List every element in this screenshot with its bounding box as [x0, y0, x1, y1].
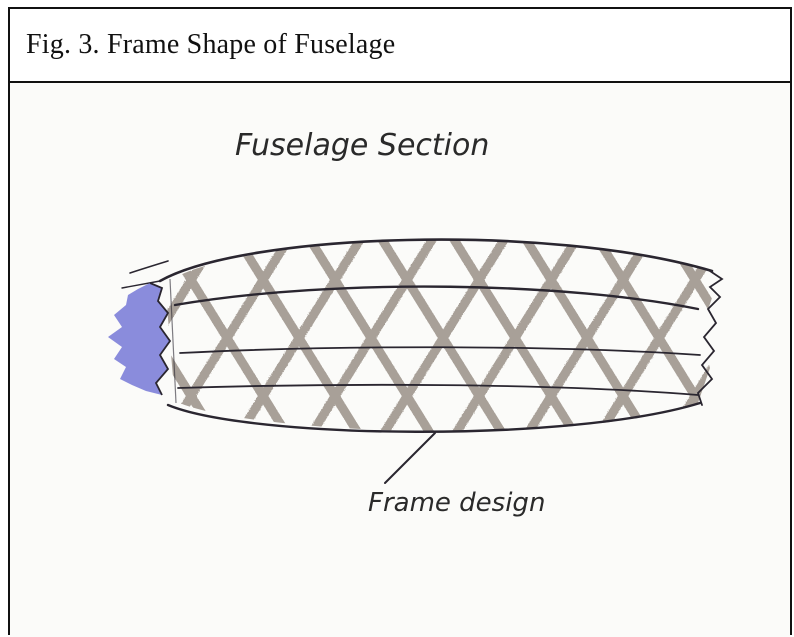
- fuselage-section-label: Fuselage Section: [235, 128, 489, 163]
- frame-member: [738, 233, 790, 443]
- fuselage-sketch: Fuselage Section: [10, 83, 790, 637]
- frame-design-pointer: [385, 433, 435, 483]
- figure-frame: Fig. 3. Frame Shape of Fuselage Fuselage…: [8, 7, 792, 635]
- frame-member: [738, 233, 790, 443]
- frame-design-label: Frame design: [368, 488, 545, 518]
- fuselage-nose: [108, 279, 176, 403]
- sketch-area: Fuselage Section: [10, 83, 790, 637]
- figure-caption: Fig. 3. Frame Shape of Fuselage: [26, 29, 395, 61]
- figure-caption-bar: Fig. 3. Frame Shape of Fuselage: [10, 9, 790, 83]
